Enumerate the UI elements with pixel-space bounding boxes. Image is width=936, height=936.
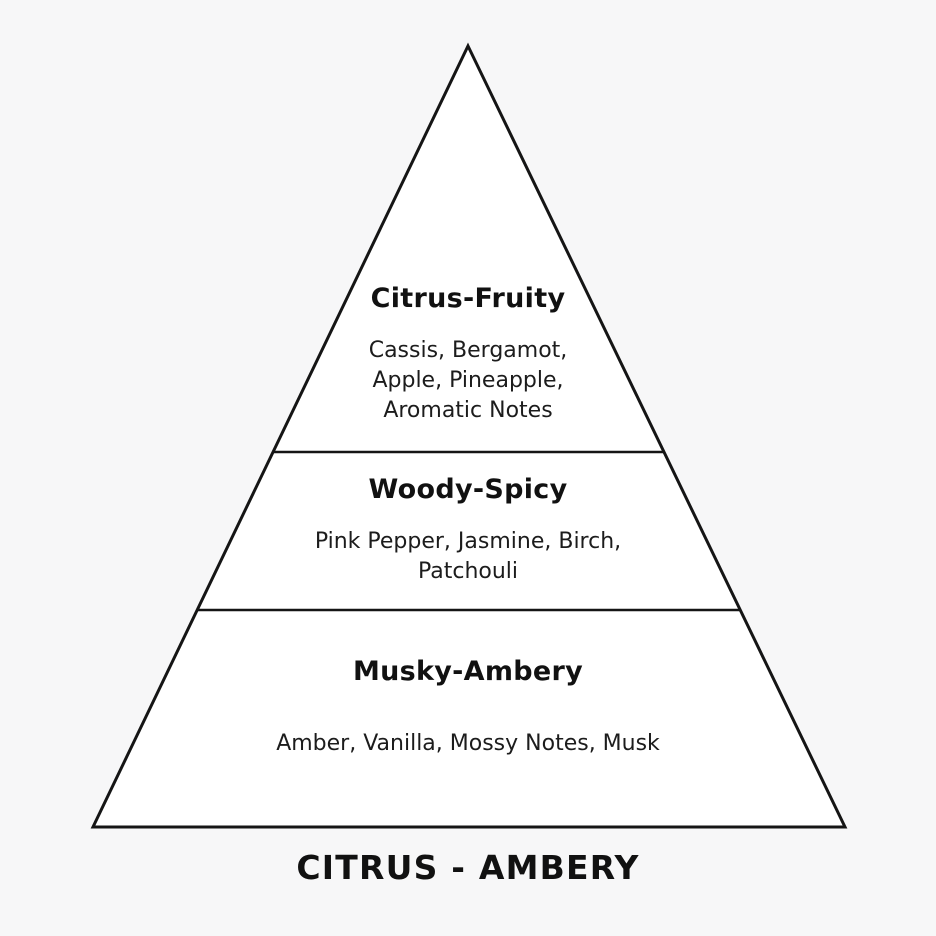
- pyramid-level-top-notes: Citrus-Fruity Cassis, Bergamot, Apple, P…: [0, 283, 936, 426]
- level-notes-citrus-fruity: Cassis, Bergamot, Apple, Pineapple, Arom…: [368, 338, 568, 423]
- fragrance-family-title: CITRUS - AMBERY: [296, 848, 640, 887]
- level-notes-musky-ambery: Amber, Vanilla, Mossy Notes, Musk: [276, 731, 660, 756]
- level-title-citrus-fruity: Citrus-Fruity: [370, 283, 566, 314]
- pyramid-level-middle-notes: Woody-Spicy Pink Pepper, Jasmine, Birch,…: [0, 474, 936, 587]
- level-title-woody-spicy: Woody-Spicy: [368, 474, 568, 505]
- level-notes-woody-spicy: Pink Pepper, Jasmine, Birch, Patchouli: [314, 529, 622, 584]
- level-title-musky-ambery: Musky-Ambery: [352, 656, 584, 687]
- pyramid-level-base-notes: Musky-Ambery Amber, Vanilla, Mossy Notes…: [0, 656, 936, 759]
- pyramid-outline: [90, 42, 848, 829]
